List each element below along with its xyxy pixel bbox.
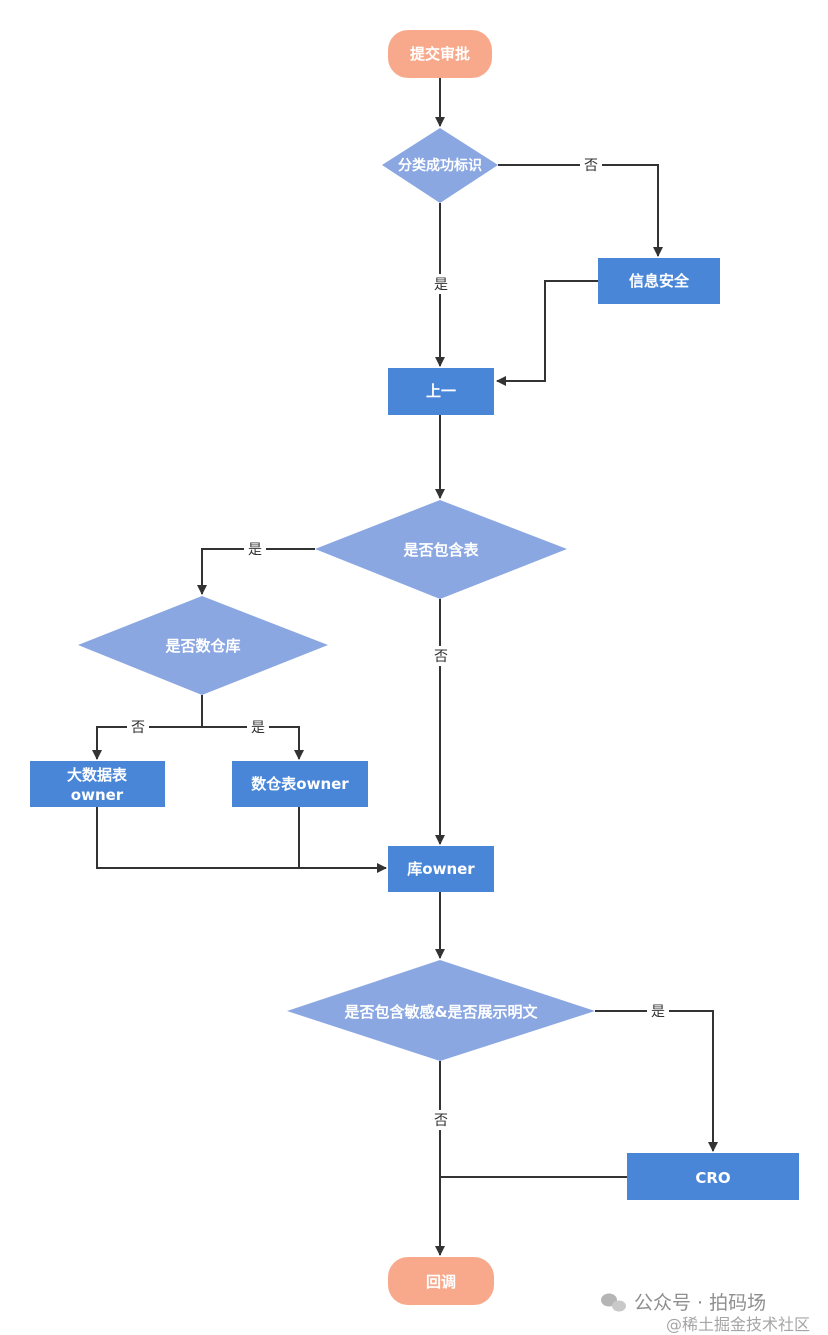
edge-label-classify-no: 否 — [584, 158, 598, 174]
node-classify-label: 分类成功标识 — [398, 157, 482, 174]
edge-label-warehouse-no: 否 — [131, 720, 145, 736]
node-infosec[interactable]: 信息安全 — [598, 258, 720, 304]
edge-table-to-warehouse — [197, 548, 315, 595]
watermark-line2: @稀土掘金技术社区 — [666, 1315, 811, 1334]
node-infosec-label: 信息安全 — [629, 272, 690, 290]
node-bigdata-owner[interactable]: 大数据表 owner — [30, 761, 165, 807]
node-cro-label: CRO — [695, 1169, 730, 1187]
node-end-label: 回调 — [426, 1273, 456, 1291]
node-start-label: 提交审批 — [410, 45, 470, 63]
edge-label-table-no: 否 — [434, 649, 448, 665]
node-db-owner[interactable]: 库owner — [388, 846, 494, 892]
node-start[interactable]: 提交审批 — [388, 30, 492, 78]
node-has-table[interactable]: 是否包含表 — [315, 500, 567, 599]
node-sensitive-label: 是否包含敏感&是否展示明文 — [343, 1003, 538, 1021]
node-superior-label: 上一 — [426, 382, 456, 400]
edge-labels: 否 是 是 否 否 是 是 否 — [127, 155, 669, 1130]
watermark-line1: 公众号 · 拍码场 — [634, 1292, 767, 1314]
wechat-icon — [601, 1293, 626, 1312]
node-sensitive[interactable]: 是否包含敏感&是否展示明文 — [287, 960, 595, 1061]
node-has-table-label: 是否包含表 — [402, 541, 479, 559]
edge-label-sensitive-yes: 是 — [651, 1004, 665, 1020]
node-db-owner-label: 库owner — [407, 860, 475, 878]
edge-bigdata-to-dbowner — [96, 807, 387, 873]
edge-infosec-to-superior — [496, 280, 598, 386]
edge-label-sensitive-no: 否 — [434, 1113, 448, 1129]
edge-classify-to-infosec — [498, 164, 663, 257]
edge-label-classify-yes: 是 — [434, 277, 448, 293]
edge-warehouse-to-bigdata — [92, 726, 202, 760]
edge-label-table-yes: 是 — [248, 542, 262, 558]
node-warehouse-owner[interactable]: 数仓表owner — [232, 761, 368, 807]
node-bigdata-owner-label-1: 大数据表 — [67, 766, 128, 784]
node-classify[interactable]: 分类成功标识 — [382, 128, 498, 203]
edge-label-warehouse-yes: 是 — [251, 720, 265, 736]
edge-warehouse-to-whowner — [202, 726, 304, 760]
edge-sensitive-to-cro — [595, 1010, 718, 1152]
node-warehouse-owner-label: 数仓表owner — [251, 775, 349, 793]
node-bigdata-owner-label-2: owner — [71, 786, 124, 804]
edges — [92, 78, 718, 1256]
node-is-warehouse[interactable]: 是否数仓库 — [78, 596, 328, 695]
node-end[interactable]: 回调 — [388, 1257, 494, 1305]
node-cro[interactable]: CRO — [627, 1153, 799, 1200]
node-superior[interactable]: 上一 — [388, 368, 494, 415]
node-is-warehouse-label: 是否数仓库 — [164, 637, 240, 655]
